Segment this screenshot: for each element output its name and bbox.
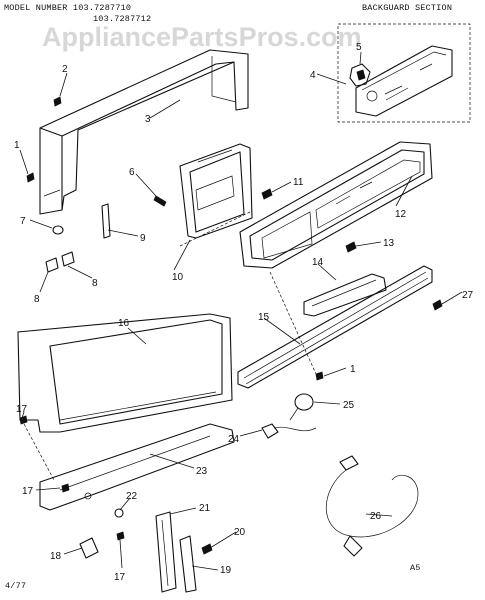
callout-22: 22 [126,491,138,502]
callout-1-lower: 1 [350,364,356,375]
callout-18: 18 [50,551,62,562]
callout-17-upper: 17 [16,404,28,415]
callout-10: 10 [172,272,184,283]
callout-4: 4 [310,70,316,81]
callout-1: 1 [14,140,20,151]
part-19-support [179,535,197,593]
callout-20: 20 [234,527,246,538]
callout-14: 14 [312,257,324,268]
part-15-trim-strip [237,265,433,389]
model-number-alt: 103.7287712 [93,14,151,24]
callout-7: 7 [20,216,26,227]
callout-26: 26 [370,511,382,522]
callout-labels: 1 2 3 4 5 6 7 8 8 9 10 11 12 13 14 15 1 … [14,42,474,583]
part-24-socket-wire [261,423,317,439]
part-4-control-panel [337,23,471,123]
part-16-lower-panel [17,313,233,433]
part-26-power-cord [326,455,419,557]
part-21-vertical-bracket [155,511,177,593]
watermark: AppliancePartsPros.com [42,22,362,52]
alignment-lines [23,211,317,481]
callout-16: 16 [118,318,130,329]
model-number: MODEL NUMBER 103.7287710 [4,3,131,13]
part-10-bracket [179,143,253,239]
callout-19: 19 [220,565,232,576]
callout-23: 23 [196,466,208,477]
callout-2: 2 [62,64,68,75]
callout-25: 25 [343,400,355,411]
footer-code: A5 [410,563,421,573]
callout-13: 13 [383,238,395,249]
callout-27: 27 [462,290,474,301]
part-25-lamp [289,393,314,421]
footer-date: 4/77 [5,581,26,591]
part-9-strap [101,203,111,239]
leader-lines [19,51,463,571]
section-title: BACKGUARD SECTION [362,3,452,13]
hardware-screws [19,96,443,559]
callout-17-middle: 17 [22,486,34,497]
part-5-switch [349,63,371,87]
callout-17-lower: 17 [114,572,126,583]
part-3-backguard-panel [39,49,249,215]
callout-9: 9 [140,233,146,244]
callout-8-right: 8 [92,278,98,289]
callout-3: 3 [145,114,151,125]
callout-15: 15 [258,312,270,323]
callout-24: 24 [228,434,240,445]
part-14-handle [303,273,387,317]
callout-12: 12 [395,209,407,220]
callout-21: 21 [199,503,211,514]
callout-5: 5 [356,42,362,53]
part-12-window-panel [239,141,433,269]
part-23-lower-bracket [39,423,235,511]
callout-8-left: 8 [34,294,40,305]
callout-11: 11 [293,177,304,188]
callout-6: 6 [129,167,135,178]
